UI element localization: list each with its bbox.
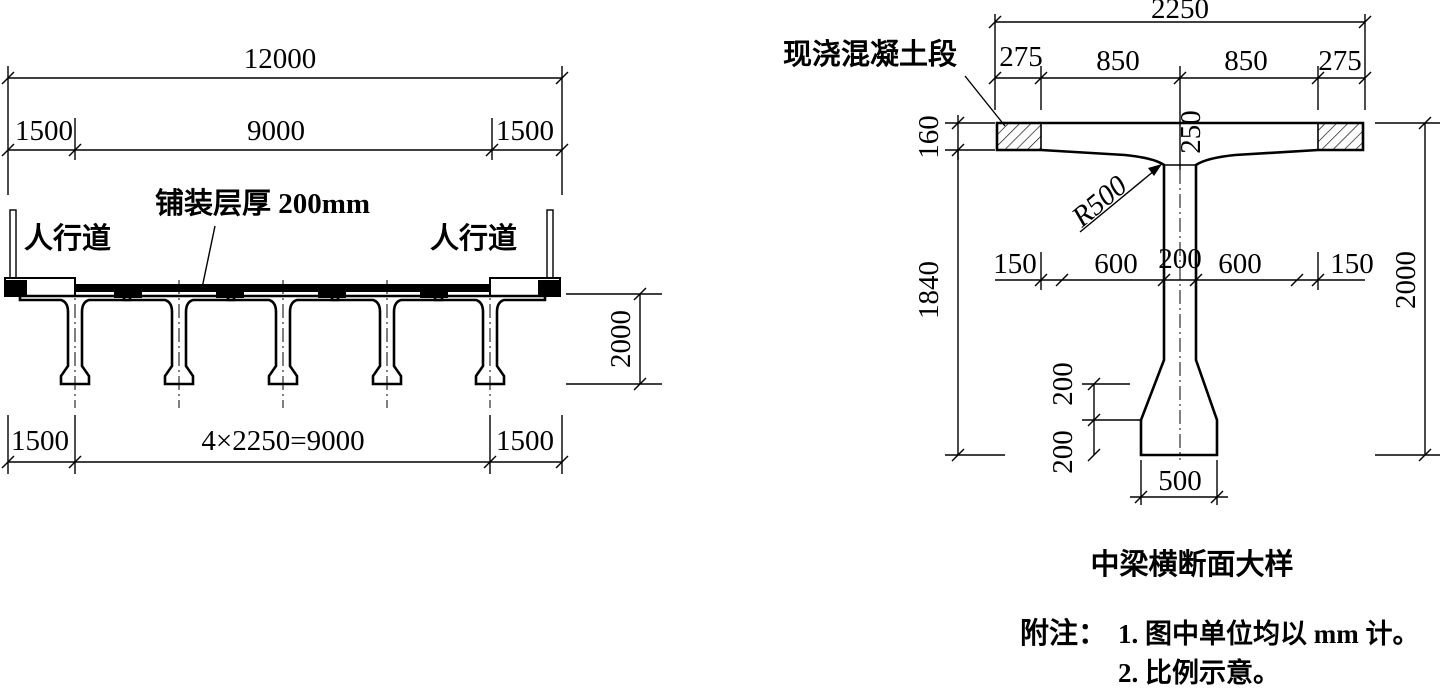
radius-arrow [1079, 165, 1161, 233]
detail-title: 中梁横断面大样 [1090, 547, 1293, 581]
notes: 附注： 1. 图中单位均以 mm 计。 2. 比例示意。 [1020, 616, 1419, 688]
note-line-1: 1. 图中单位均以 mm 计。 [1118, 618, 1419, 649]
notes-heading: 附注： [1020, 616, 1107, 650]
dim-web-600-left: 600 [1094, 248, 1138, 280]
railing-left [9, 209, 17, 281]
dim-line-bulb-height [1082, 377, 1141, 462]
dim-bottom-right: 1500 [496, 425, 554, 457]
dim-radius: R500 [1065, 169, 1134, 234]
girder-2 [122, 280, 236, 408]
curb-right [538, 280, 560, 296]
t-girders [18, 280, 547, 408]
cast-segment-right [1317, 122, 1364, 151]
radius-arrowhead [1148, 164, 1162, 176]
dim-top-275-right: 275 [1318, 45, 1362, 77]
cross-section: 12000 1500 9000 1500 铺装层厚 200mm 人行道 人行道 [1, 43, 662, 474]
girder-4 [330, 280, 444, 408]
dim-line-2250 [988, 14, 1372, 110]
dim-1840: 1840 [913, 261, 945, 319]
girder-1 [18, 280, 132, 408]
dim-bottom-spacing: 4×2250=9000 [201, 425, 364, 457]
dim-bulb-500: 500 [1158, 465, 1202, 497]
dim-line-height [566, 287, 662, 391]
girder-3 [226, 280, 340, 408]
cast-segment-left [996, 122, 1042, 151]
dim-top-850-left: 850 [1096, 45, 1140, 77]
dim-haunch: 250 [1175, 110, 1207, 154]
pavement-leader [201, 225, 216, 289]
railing-right [546, 209, 554, 281]
note-line-2: 2. 比例示意。 [1118, 657, 1280, 688]
sidewalk-label-right: 人行道 [430, 222, 517, 255]
dim-bottom-left: 1500 [11, 425, 69, 457]
dim-flange: 160 [913, 115, 945, 159]
dim-line-web [995, 252, 1365, 290]
dim-line-500 [1130, 460, 1228, 505]
dim-line-9000 [1, 118, 569, 160]
dim-height: 2000 [605, 310, 637, 368]
dim-side-left: 1500 [15, 115, 73, 147]
curb-left [5, 280, 27, 296]
dim-line-1840 [945, 150, 1005, 462]
girder-outline [995, 121, 1365, 457]
dim-total: 12000 [244, 43, 317, 75]
dim-web-150-right: 150 [1330, 248, 1374, 280]
pavement-label: 铺装层厚 200mm [155, 187, 370, 220]
dim-2000: 2000 [1390, 251, 1422, 309]
dim-top-850-right: 850 [1224, 45, 1268, 77]
girder-detail: 2250 275 850 850 275 现浇混凝土段 R500 [783, 0, 1440, 581]
girder-5 [433, 280, 547, 408]
dim-web-150-left: 150 [993, 248, 1037, 280]
dim-web-200: 200 [1158, 243, 1202, 275]
dim-web-600-right: 600 [1218, 248, 1262, 280]
dim-middle: 9000 [247, 115, 305, 147]
dim-line-160 [945, 115, 995, 160]
dim-line-bottom [1, 415, 569, 474]
dim-line-850 [988, 66, 1372, 170]
sidewalk-label-left: 人行道 [24, 222, 111, 255]
cast-in-place-label: 现浇混凝土段 [783, 37, 957, 71]
dim-line-2000 [1375, 116, 1440, 462]
cast-leader [964, 75, 1006, 127]
dim-top-width: 2250 [1151, 0, 1209, 25]
dim-top-275-left: 275 [999, 41, 1043, 73]
dim-side-right: 1500 [496, 115, 554, 147]
dim-bulb-200-lower: 200 [1047, 430, 1079, 474]
dim-line-12000 [1, 66, 569, 195]
dim-bulb-200-upper: 200 [1047, 362, 1079, 406]
